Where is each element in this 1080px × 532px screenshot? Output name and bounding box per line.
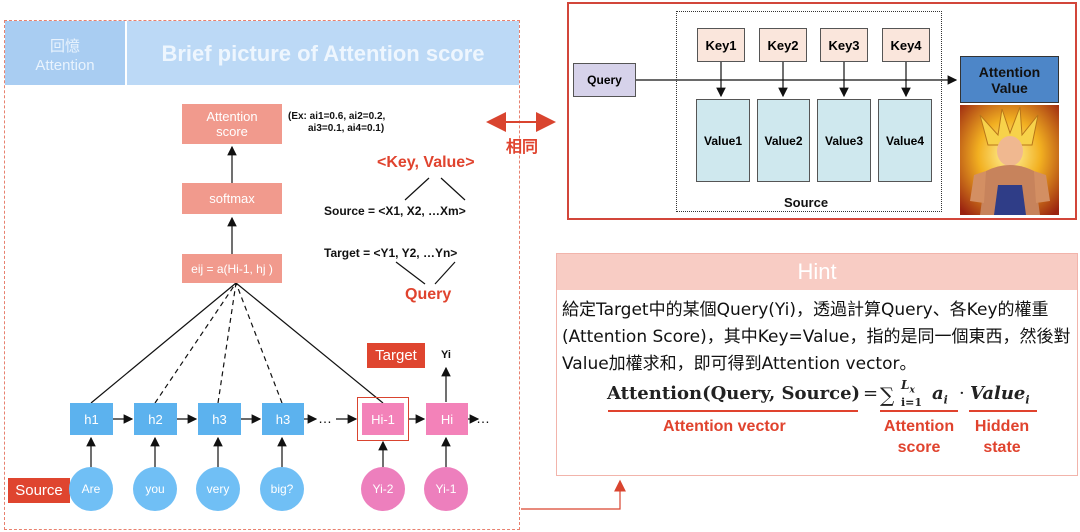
hint-panel (556, 253, 1078, 476)
value1-box: Value1 (696, 99, 750, 182)
label-score-line1: Attention (883, 418, 955, 435)
hidden-state-h3b: h3 (262, 403, 304, 435)
formula-dot: · (959, 383, 965, 404)
hint-text: 給定Target中的某個Query(Yi)，透過計算Query、各Key的權重(… (562, 300, 1071, 374)
recall-label: 回憶 (49, 38, 80, 55)
hidden-ellipsis-end: … (476, 410, 490, 426)
line-h2-eij (154, 282, 237, 404)
formula-lhs: Attention(Query, Source) (607, 383, 861, 404)
same-label: 相同 (506, 137, 539, 156)
link-to-hint (521, 479, 626, 510)
source-equation: Source = <X1, X2, …Xm> (324, 204, 466, 218)
line-h3b-eij (235, 282, 283, 404)
label-attention-score: Attention score (880, 416, 958, 458)
input-you: you (133, 467, 177, 511)
key3-box: Key3 (820, 28, 868, 62)
kv-bracket-left (404, 177, 430, 201)
input-very: very (196, 467, 240, 511)
hidden-state-h1: h1 (70, 403, 113, 435)
label-hidden-state: Hidden state (966, 416, 1038, 458)
formula-sum-icon: ∑ (880, 383, 895, 407)
attention-score-label: Attention (206, 109, 258, 124)
label-score-line2: score (897, 439, 941, 456)
value3-box: Value3 (817, 99, 871, 182)
left-panel (4, 20, 520, 530)
recall-header: 回憶 Attention (5, 21, 125, 85)
query-bracket-left (395, 261, 426, 285)
hidden-state-h2: h2 (134, 403, 177, 435)
hidden-ellipsis: … (318, 410, 332, 426)
hidden-state-hi-1: Hi-1 (362, 403, 404, 435)
example-line1: (Ex: ai1=0.6, ai2=0.2, (288, 111, 386, 122)
attention-value-box: Attention Value (960, 56, 1059, 103)
hidden-state-h3: h3 (198, 403, 241, 435)
query-bracket-right (434, 261, 456, 285)
source-area (676, 11, 942, 212)
line-h3a-eij (217, 282, 237, 404)
formula-a-letter: a (932, 383, 944, 404)
input-yi-1: Yi-1 (424, 467, 468, 511)
attention-score-box: Attention score (182, 104, 282, 144)
target-equation: Target = <Y1, Y2, …Yn> (324, 246, 458, 260)
underline-score (880, 410, 958, 412)
kv-bracket-right (440, 177, 466, 201)
label-hidden-line2: state (983, 439, 1021, 456)
attention-score-sublabel: score (216, 124, 248, 139)
source-tag: Source (8, 478, 70, 503)
key2-box: Key2 (759, 28, 807, 62)
underline-vector (608, 410, 858, 412)
hidden-state-hi: Hi (426, 403, 468, 435)
key-value-panel (567, 2, 1077, 220)
input-yi-2: Yi-2 (361, 467, 405, 511)
target-tag: Target (367, 343, 425, 368)
value4-box: Value4 (878, 99, 932, 182)
hint-header: Hint (557, 254, 1077, 290)
attention-value-sublabel: Value (991, 79, 1028, 96)
softmax-box: softmax (182, 183, 282, 214)
label-attention-vector: Attention vector (663, 418, 786, 435)
hi1-highlight (357, 397, 409, 441)
source-label: Source (784, 195, 829, 210)
attention-value-label: Attention (978, 63, 1041, 80)
label-hidden-line1: Hidden (974, 418, 1030, 435)
formula-sum-lower: i=1 (901, 396, 923, 409)
yi-label: Yi (441, 349, 451, 361)
value2-box: Value2 (757, 99, 810, 182)
example-line2: ai3=0.1, ai4=0.1) (308, 123, 385, 134)
key4-box: Key4 (882, 28, 930, 62)
formula-upper-sub: x (909, 385, 915, 396)
page-title: Brief picture of Attention score (161, 41, 485, 66)
character-illustration (960, 105, 1059, 215)
formula-value: Valuei (970, 383, 1030, 407)
line-hi1-eij (235, 282, 384, 404)
key-value-label: <Key, Value> (377, 154, 475, 171)
formula-a-sub: i (943, 393, 948, 407)
query-box: Query (573, 63, 636, 97)
recall-sublabel: Attention (35, 57, 95, 74)
formula-value-sub: i (1025, 393, 1030, 407)
input-are: Are (69, 467, 113, 511)
query-label: Query (405, 286, 452, 303)
input-big: big? (260, 467, 304, 511)
formula-a: ai (932, 383, 948, 407)
underline-hidden (969, 410, 1037, 412)
title-header: Brief picture of Attention score (127, 21, 519, 85)
key1-box: Key1 (697, 28, 745, 62)
formula-equals: = (863, 383, 879, 404)
formula-upper-L: L (901, 378, 910, 392)
eij-box: eij = a(Hi-1, hj ) (182, 254, 282, 283)
formula-sum-upper: Lx (901, 378, 915, 395)
formula-value-word: Value (970, 383, 1026, 404)
line-h1-eij (90, 282, 237, 404)
